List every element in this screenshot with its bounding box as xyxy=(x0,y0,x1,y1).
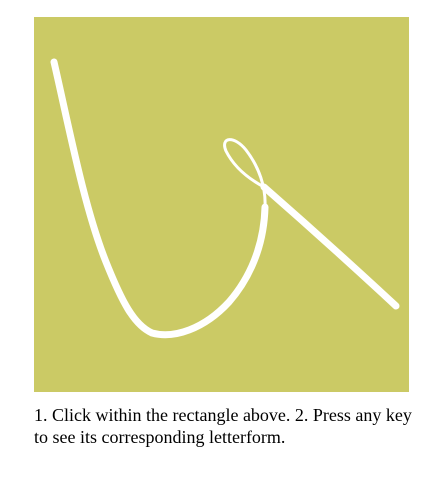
instructions-text: 1. Click within the rectangle above. 2. … xyxy=(34,405,412,447)
letterform-glyph-icon xyxy=(50,58,400,339)
letterform-canvas[interactable] xyxy=(34,17,409,392)
glyph-main-stroke xyxy=(50,58,269,339)
glyph-loop-stroke xyxy=(223,138,267,209)
glyph-tail-stroke xyxy=(260,183,400,310)
